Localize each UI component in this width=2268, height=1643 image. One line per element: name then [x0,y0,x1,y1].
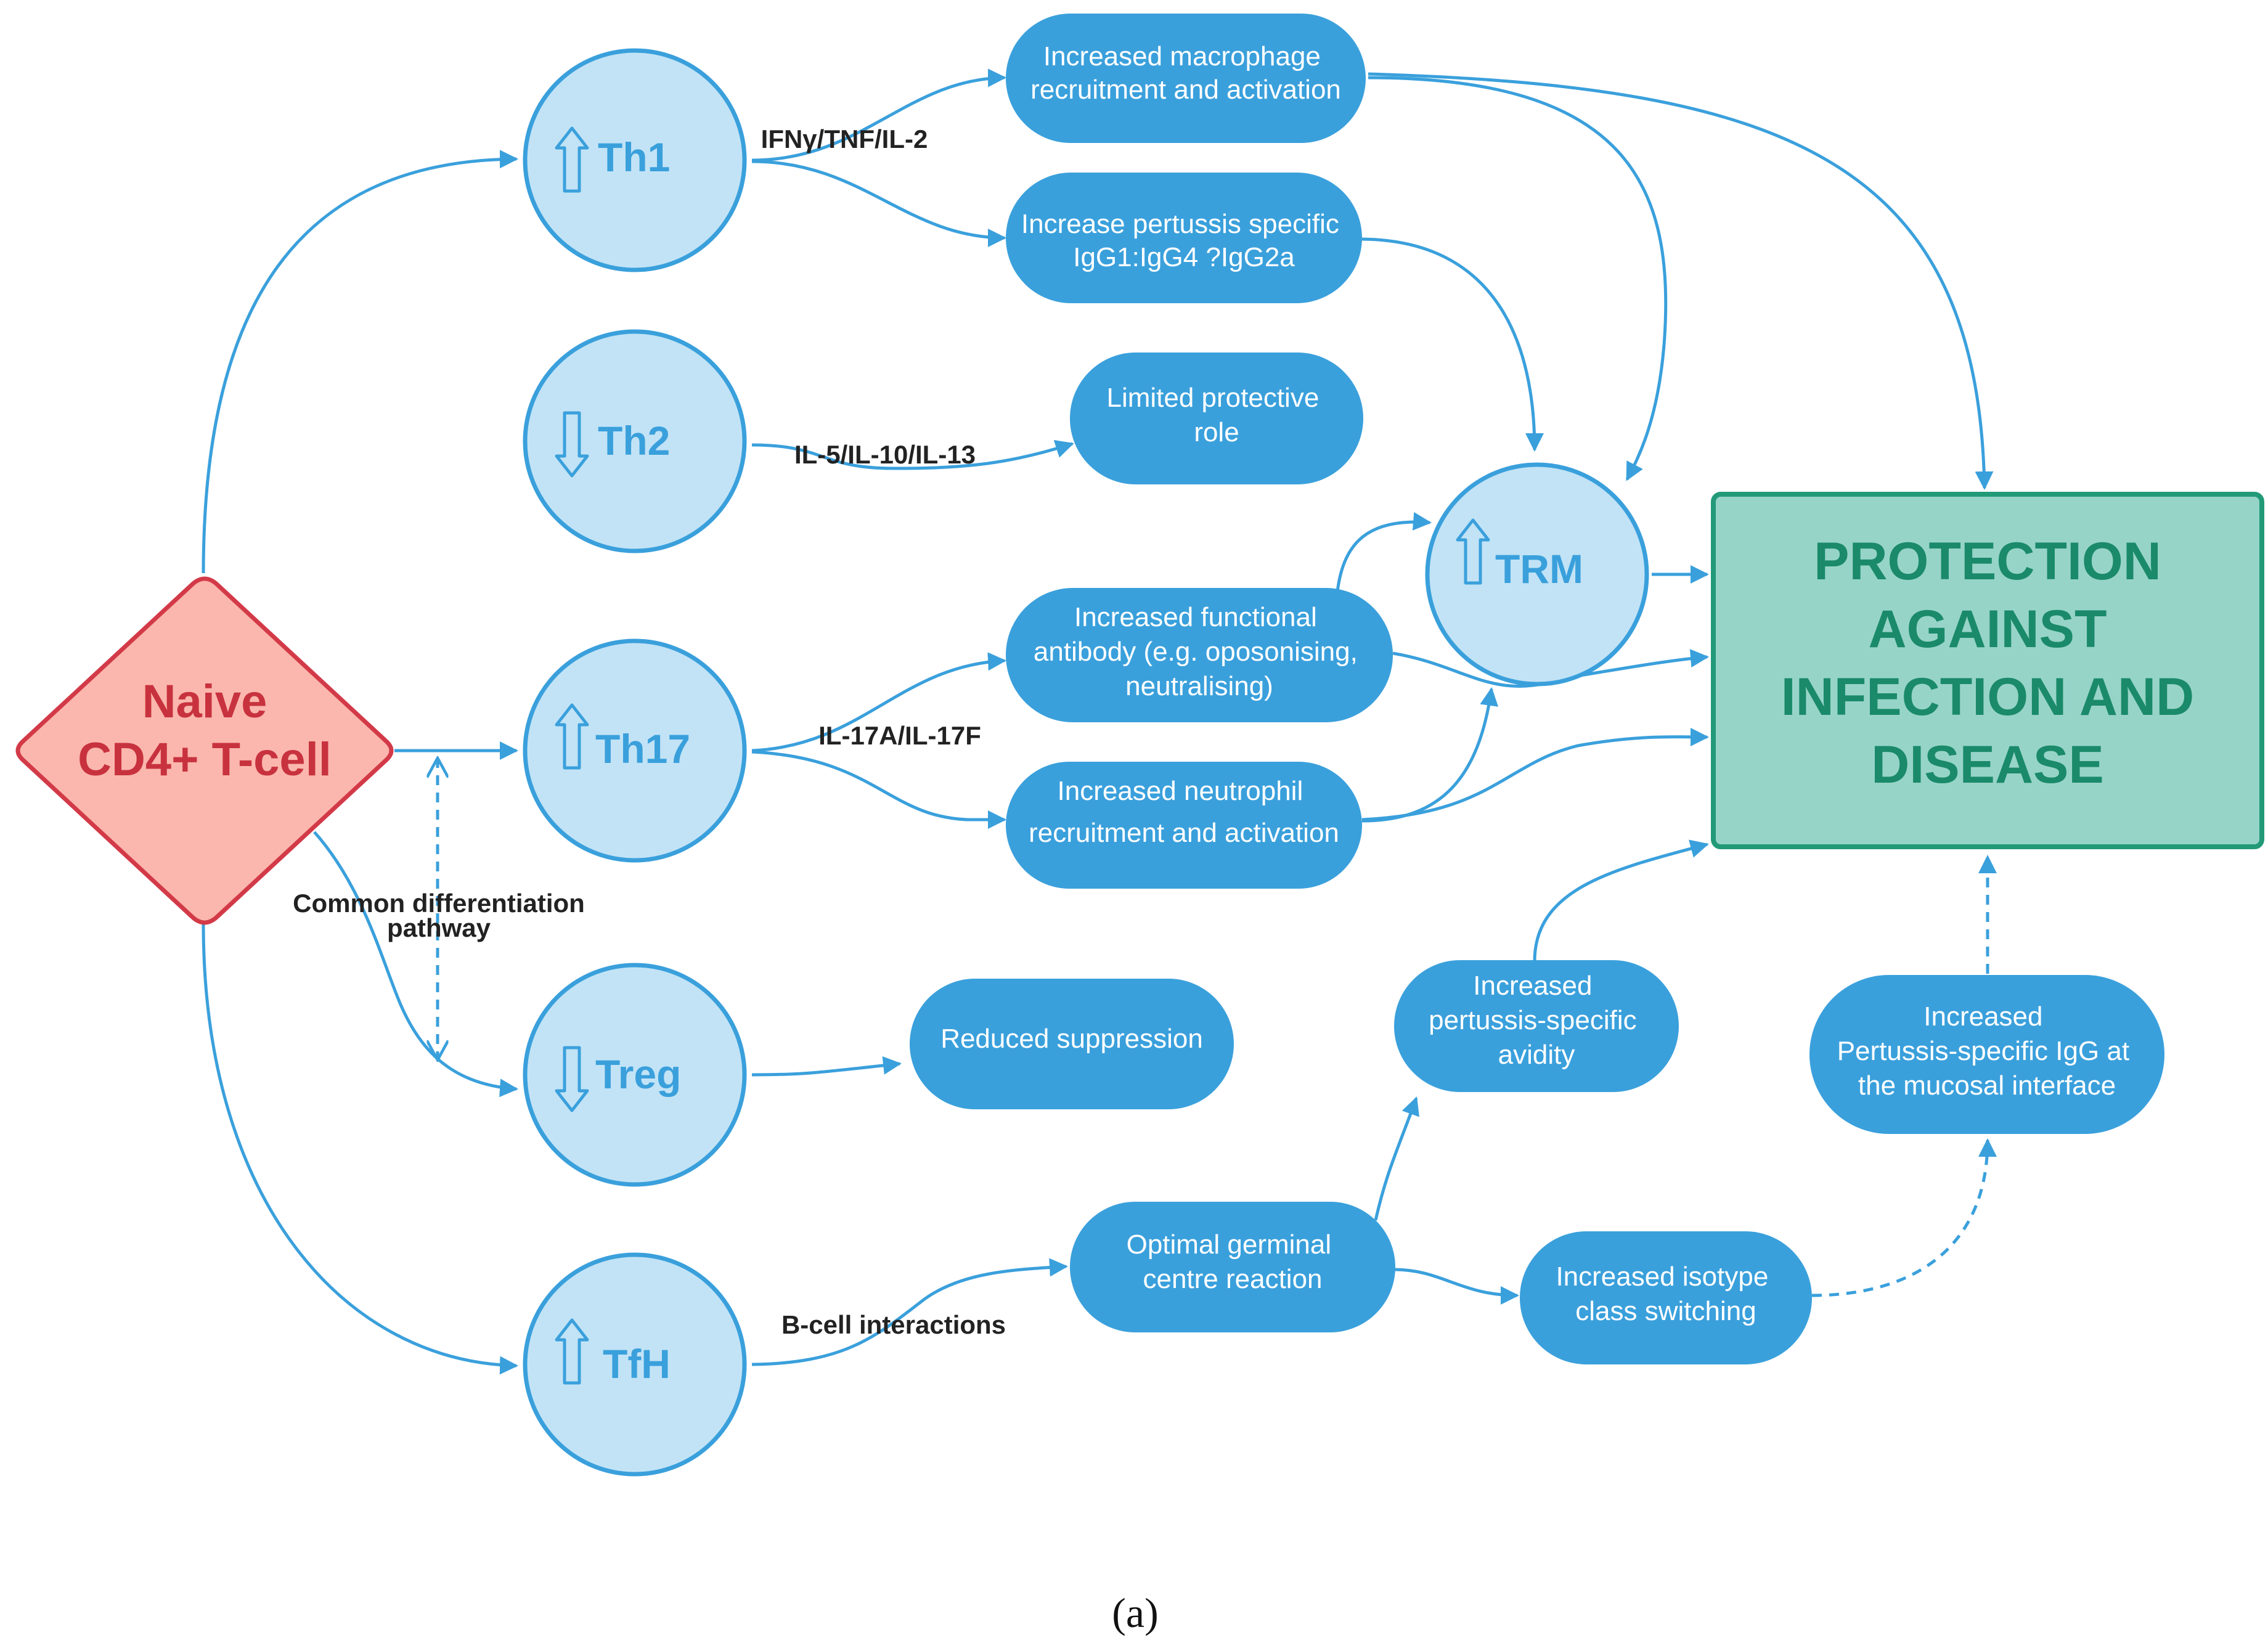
outcome-mucosal: Increased Pertussis-specific IgG at the … [1809,975,2164,1134]
protection-line4: DISEASE [1871,735,2104,794]
th17-cytokines-label: IL-17A/IL-17F [818,721,981,750]
outcome-germinal-text: Optimal germinal centre reaction [1127,1229,1339,1294]
up-arrow-icon [555,126,589,193]
cell-th2: Th2 [523,329,747,553]
protection-box: PROTECTION AGAINST INFECTION AND DISEASE [1711,492,2264,849]
cell-trm: TRM [1425,462,1649,687]
edge-treg-reduced [751,1056,902,1077]
edge-th1-macrophage [751,68,1006,162]
connectors [202,68,1997,1375]
cell-th2-label: Th2 [598,418,670,463]
edge-naive-treg [313,831,518,1098]
outcome-avidity: Increased pertussis-specific avidity [1394,960,1679,1092]
edge-th1-igg [751,160,1006,247]
outcome-avidity-text: Increased pertussis-specific avidity [1429,971,1644,1070]
outcome-mucosal-text: Increased Pertussis-specific IgG at the … [1837,1001,2137,1101]
outcome-reduced: Reduced suppression [910,979,1234,1109]
edge-avidity-protection [1533,839,1709,962]
outcome-limited-text: Limited protective role [1106,383,1326,447]
outcome-isotype-text: Increased isotype class switching [1556,1262,1776,1326]
naive-diamond [15,576,394,925]
outcome-isotype: Increased isotype class switching [1520,1231,1812,1364]
edge-th17-functional [751,652,1006,752]
cell-th1-label: Th1 [598,134,670,180]
cell-tfh-label: TfH [603,1341,671,1387]
cell-th1: Th1 [523,48,747,272]
outcome-igg-text: Increase pertussis specific IgG1:IgG4 ?I… [1021,209,1347,272]
cell-tfh: TfH [523,1252,747,1477]
up-arrow-icon [1456,518,1490,585]
common-pathway-label-line2: pathway [387,913,491,942]
protection-line3: INFECTION AND [1781,667,2194,727]
edge-naive-th1 [202,150,518,574]
edge-germinal-isotype [1393,1268,1519,1305]
cell-th17: Th17 [523,638,747,863]
cell-treg-label: Treg [595,1051,681,1097]
edge-th2-limited [751,439,1074,470]
edge-neutrophil-protection [1361,727,1709,822]
outcome-limited: Limited protective role [1070,353,1363,484]
up-arrow-icon [555,703,589,770]
outcome-germinal: Optimal germinal centre reaction [1070,1202,1395,1332]
outcome-functional-text: Increased functional antibody (e.g. opos… [1034,602,1365,701]
outcome-macrophage: Increased macrophage recruitment and act… [1006,14,1366,143]
th1-cytokines-label: IFNγ/TNF/IL-2 [761,124,928,153]
outcome-neutrophil: Increased neutrophil recruitment and act… [1006,762,1362,889]
common-pathway-label-line1: Common differentiation [293,889,585,918]
th2-cytokines-label: IL-5/IL-10/IL-13 [794,440,976,469]
naive-label-line1: Naive [142,675,267,728]
cell-th17-label: Th17 [595,726,690,772]
edge-isotype-mucosal [1811,1138,1997,1297]
down-arrow-icon [555,1046,589,1112]
edge-th17-neutrophil [751,750,1006,829]
naive-label-line2: CD4+ T-cell [78,733,332,786]
down-arrow-icon [555,411,589,478]
edge-neutrophil-trm [1361,687,1499,823]
protection-line1: PROTECTION [1814,532,2161,591]
edge-labels: IFNγ/TNF/IL-2 IL-5/IL-10/IL-13 IL-17A/IL… [293,124,1006,1339]
outcome-macrophage-text: Increased macrophage recruitment and act… [1030,41,1341,105]
protection-line2: AGAINST [1869,600,2107,659]
figure-caption: (a) [1112,1589,1158,1636]
protection-rect [1711,492,2264,849]
edge-tfh-germinal [751,1258,1068,1366]
edge-functional-trm [1336,512,1432,592]
outcome-neutrophil-text: Increased neutrophil recruitment and act… [1029,776,1339,848]
edge-igg-trm [1361,237,1544,452]
outcome-functional: Increased functional antibody (e.g. opos… [1006,588,1393,722]
outcome-reduced-text: Reduced suppression [940,1024,1203,1054]
cell-trm-label: TRM [1495,546,1583,592]
edge-germinal-avidity [1374,1096,1419,1221]
edge-macrophage-trm [1368,76,1668,481]
cell-treg: Treg [523,963,747,1187]
outcome-igg: Increase pertussis specific IgG1:IgG4 ?I… [1006,173,1362,303]
edge-macrophage-protection [1368,72,1994,490]
up-arrow-icon [555,1318,589,1385]
naive-cd4-t-cell-node: Naive CD4+ T-cell [15,576,394,925]
edge-naive-tfh [202,924,518,1375]
tfh-interactions-label: B-cell interactions [781,1310,1006,1339]
